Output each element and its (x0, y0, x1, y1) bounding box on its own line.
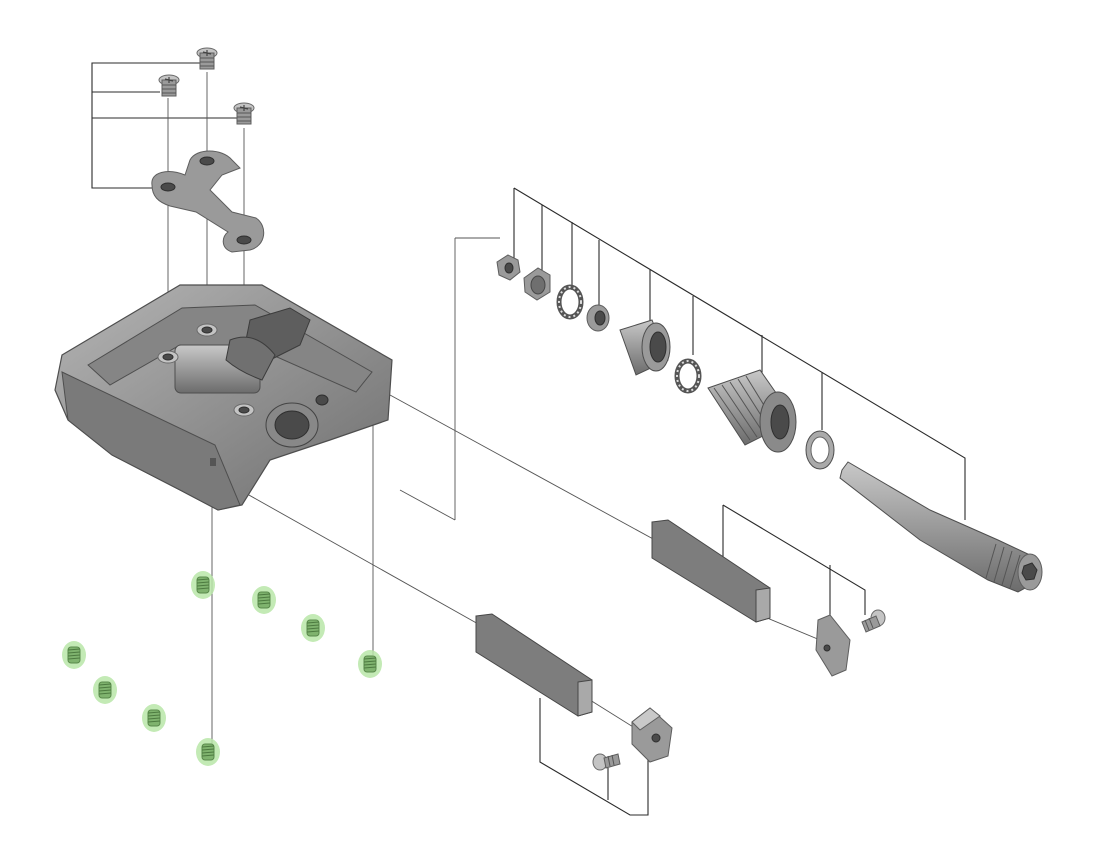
leader-lines-reflectors (211, 394, 866, 816)
traction-pin (62, 641, 86, 669)
traction-pin (358, 650, 382, 678)
reflector-upper (651, 519, 771, 623)
bearing-race (586, 304, 610, 332)
traction-pins (62, 571, 382, 766)
bracket-screw-lower (592, 753, 621, 771)
bracket-screw-upper (861, 609, 886, 633)
top-screw-2 (158, 74, 180, 97)
reflector-bracket-lower (631, 707, 673, 763)
axle-nut (523, 267, 551, 301)
leader-lines-axle (399, 187, 966, 521)
bushing-sleeve (619, 319, 671, 376)
inner-bearing (674, 358, 702, 394)
top-screw-1 (196, 47, 218, 70)
reflector-lower (475, 613, 593, 717)
axle-locknut (496, 254, 521, 281)
traction-pin (191, 571, 215, 599)
pedal-axle (839, 461, 1043, 593)
traction-pin (196, 738, 220, 766)
axle-sleeve (707, 369, 797, 453)
traction-pin (142, 704, 166, 732)
cleat-retention-plate (151, 150, 265, 253)
traction-pin (252, 586, 276, 614)
outer-bearing (556, 284, 584, 320)
pedal-body (54, 284, 393, 511)
reflector-bracket-upper (815, 614, 851, 677)
seal-ring (805, 430, 835, 470)
top-screw-3 (233, 102, 255, 125)
traction-pin (93, 676, 117, 704)
traction-pin (301, 614, 325, 642)
